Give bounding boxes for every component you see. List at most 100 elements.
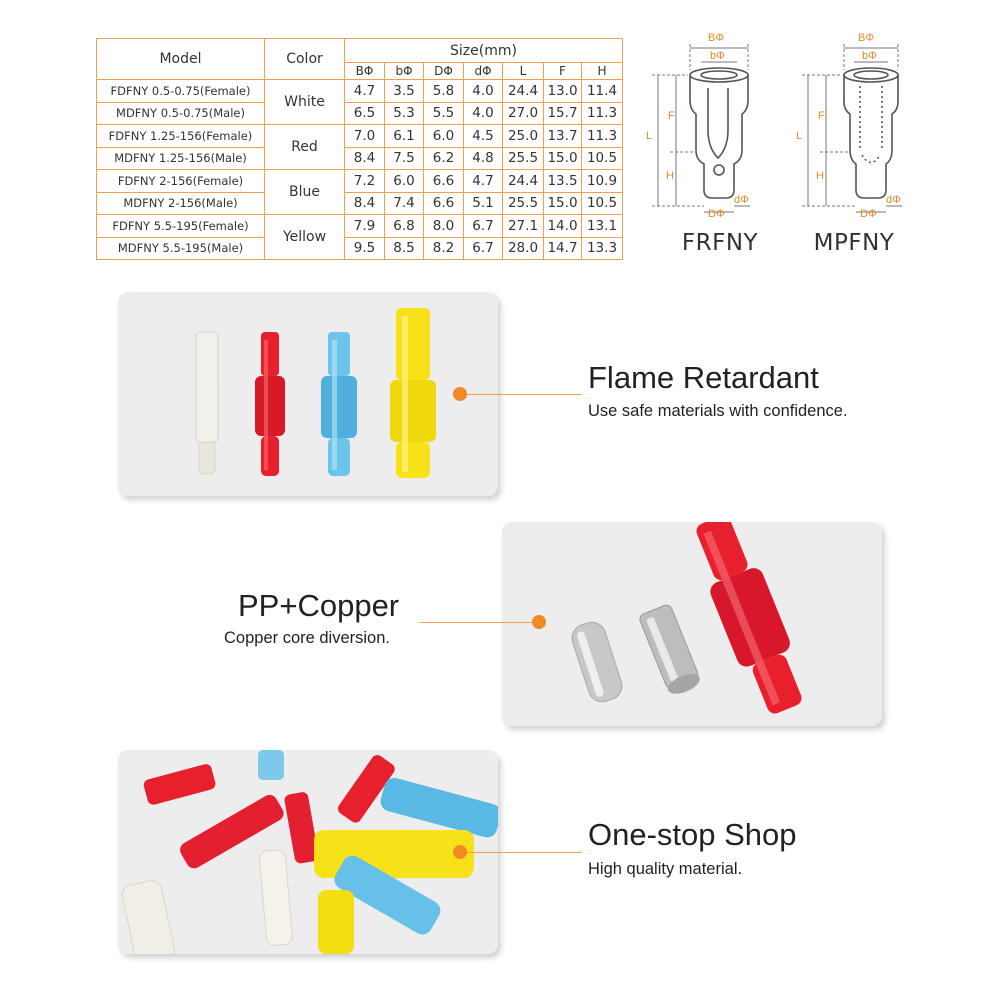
value-cell: 13.3: [580, 236, 624, 260]
value-cell: 8.4: [344, 191, 385, 215]
value-cell: 6.0: [423, 124, 464, 148]
value-cell: 8.5: [384, 236, 424, 260]
value-cell: 7.4: [384, 191, 424, 215]
dim-label-F: F: [818, 110, 825, 122]
dim-label-F: F: [668, 110, 675, 122]
feature-title: One-stop Shop: [588, 817, 797, 852]
dim-label-d: dΦ: [886, 194, 901, 206]
dim-label-B: BΦ: [858, 32, 875, 44]
pp-copper-photo: [502, 522, 882, 726]
value-cell: 6.6: [423, 191, 464, 215]
model-cell: FDFNY 2-156(Female): [96, 169, 265, 193]
value-cell: 7.0: [344, 124, 385, 148]
feature-subtitle: Use safe materials with confidence.: [588, 402, 848, 420]
white-connector: [121, 880, 177, 954]
model-cell: MDFNY 2-156(Male): [96, 191, 265, 215]
value-cell: 7.2: [344, 169, 385, 193]
color-cell: Yellow: [264, 214, 345, 260]
table-row: FDFNY 5.5-195(Female) Yellow 7.9 6.8 8.0…: [96, 214, 624, 260]
blue-connector: [258, 750, 284, 780]
yellow-connector: [318, 890, 354, 954]
table-row: MDFNY 2-156(Male) 8.4 7.4 6.6 5.1 25.5 1…: [96, 191, 624, 215]
value-cell: 5.3: [384, 101, 424, 125]
copper-pin: [571, 621, 623, 703]
table-row: FDFNY 2-156(Female) Blue 7.2 6.0 6.6 4.7…: [96, 169, 624, 215]
value-cell: 4.7: [344, 79, 385, 103]
callout-dot: [532, 615, 546, 629]
color-cell: Red: [264, 124, 345, 170]
callout-line: [420, 622, 532, 623]
model-cell: MDFNY 0.5-0.75(Male): [96, 101, 265, 125]
value-cell: 10.5: [580, 191, 624, 215]
yellow-connector: [390, 308, 436, 478]
col-d: dΦ: [463, 62, 503, 80]
table-row: FDFNY 1.25-156(Female) Red 7.0 6.1 6.0 4…: [96, 124, 624, 170]
red-connector: [255, 332, 285, 476]
value-cell: 28.0: [502, 236, 544, 260]
value-cell: 13.0: [543, 79, 582, 103]
value-cell: 14.7: [543, 236, 582, 260]
callout-line: [467, 394, 582, 395]
table-row: FDFNY 0.5-0.75(Female) White 4.7 3.5 5.8…: [96, 79, 624, 125]
value-cell: 4.7: [463, 169, 503, 193]
dim-label-D: DΦ: [708, 208, 725, 220]
dim-label-d: dΦ: [734, 194, 749, 206]
model-cell: FDFNY 5.5-195(Female): [96, 214, 265, 238]
value-cell: 6.6: [423, 169, 464, 193]
table-row: MDFNY 0.5-0.75(Male) 6.5 5.3 5.5 4.0 27.…: [96, 101, 624, 125]
value-cell: 25.5: [502, 191, 544, 215]
value-cell: 11.3: [580, 124, 624, 148]
red-connector: [143, 764, 216, 805]
col-L: L: [502, 62, 544, 80]
value-cell: 13.1: [580, 214, 624, 238]
col-F: F: [543, 62, 582, 80]
value-cell: 24.4: [502, 79, 544, 103]
model-cell: FDFNY 1.25-156(Female): [96, 124, 265, 148]
value-cell: 7.5: [384, 146, 424, 170]
feature-title: PP+Copper: [238, 588, 400, 623]
value-cell: 6.8: [384, 214, 424, 238]
callout-line: [467, 852, 582, 853]
feature-subtitle: Copper core diversion.: [224, 629, 390, 647]
copper-socket: [639, 604, 700, 694]
feature-title: Flame Retardant: [588, 360, 819, 395]
model-cell: FDFNY 0.5-0.75(Female): [96, 79, 265, 103]
value-cell: 6.2: [423, 146, 464, 170]
value-cell: 6.7: [463, 214, 503, 238]
dim-label-L: L: [646, 130, 653, 142]
value-cell: 8.2: [423, 236, 464, 260]
value-cell: 15.0: [543, 191, 582, 215]
value-cell: 13.7: [543, 124, 582, 148]
female-connector-diagram: BΦ bΦ L F H DΦ dΦ: [630, 30, 760, 230]
red-connector: [180, 794, 284, 869]
dim-label-H: H: [816, 170, 824, 182]
blue-connector: [321, 332, 357, 476]
white-connector: [195, 331, 219, 475]
table-row: MDFNY 5.5-195(Male) 9.5 8.5 8.2 6.7 28.0…: [96, 236, 624, 260]
flame-retardant-photo: [118, 292, 498, 496]
value-cell: 8.4: [344, 146, 385, 170]
value-cell: 6.7: [463, 236, 503, 260]
red-connector: [337, 755, 395, 823]
value-cell: 25.5: [502, 146, 544, 170]
dim-label-H: H: [666, 170, 674, 182]
value-cell: 6.5: [344, 101, 385, 125]
model-cell: MDFNY 1.25-156(Male): [96, 146, 265, 170]
value-cell: 15.7: [543, 101, 582, 125]
red-insulated-connector: [696, 522, 802, 714]
value-cell: 11.3: [580, 101, 624, 125]
value-cell: 13.5: [543, 169, 582, 193]
table-row: MDFNY 1.25-156(Male) 8.4 7.5 6.2 4.8 25.…: [96, 146, 624, 170]
value-cell: 4.8: [463, 146, 503, 170]
white-connector: [258, 849, 293, 946]
blue-connector: [334, 855, 441, 935]
value-cell: 25.0: [502, 124, 544, 148]
female-diagram-label: FRFNY: [681, 230, 759, 256]
header-model: Model: [96, 38, 265, 80]
dim-label-B: BΦ: [708, 32, 725, 44]
value-cell: 5.1: [463, 191, 503, 215]
value-cell: 14.0: [543, 214, 582, 238]
value-cell: 10.9: [580, 169, 624, 193]
col-b: bΦ: [384, 62, 424, 80]
value-cell: 8.0: [423, 214, 464, 238]
